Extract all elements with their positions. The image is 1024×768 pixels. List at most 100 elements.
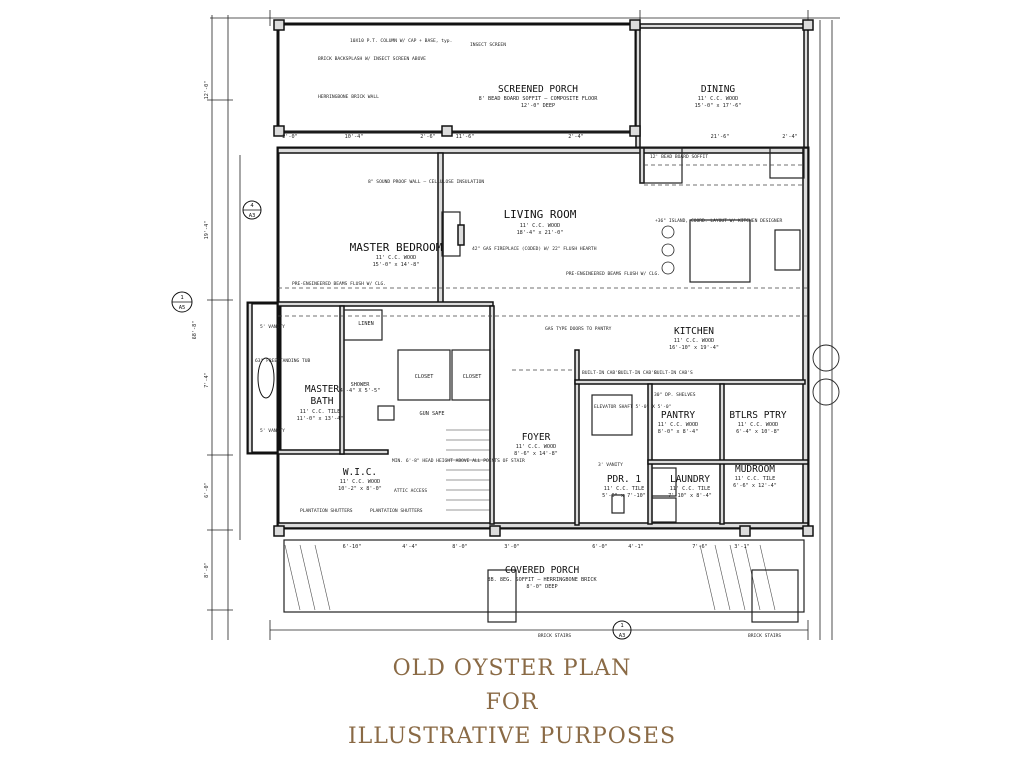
room-kitchen: KITCHEN 11' C.C. WOOD 16'-10" x 19'-4" <box>669 326 719 351</box>
svg-text:BATH: BATH <box>311 396 334 407</box>
stair-headroom-note: MIN. 6'-8" HEAD HEIGHT ABOVE ALL POINTS … <box>392 458 525 464</box>
dimension-lines <box>207 10 840 640</box>
svg-text:2'-4": 2'-4" <box>568 134 584 140</box>
brick-backsplash-note: BRICK BACKSPLASH W/ INSECT SCREEN ABOVE <box>318 56 426 62</box>
room-living-room: LIVING ROOM 11' C.C. WOOD 18'-4" x 21'-0… <box>504 208 577 236</box>
svg-text:11' C.C. WOOD: 11' C.C. WOOD <box>738 422 779 428</box>
svg-text:8'-0": 8'-0" <box>204 562 210 578</box>
plantation-shutters-2: PLANTATION SHUTTERS <box>370 508 423 514</box>
svg-text:MASTER: MASTER <box>305 384 340 395</box>
brick-stairs-1: BRICK STAIRS <box>538 633 571 639</box>
svg-text:12'-0": 12'-0" <box>204 81 210 100</box>
floor-plan: 4 A3 1 A5 1 A3 SCREENED PORCH 8' BEAD BO… <box>171 10 840 640</box>
svg-text:7'-4": 7'-4" <box>204 372 210 388</box>
svg-text:15'-0" x 17'-6": 15'-0" x 17'-6" <box>695 103 742 109</box>
annotation-notes: 12' BEAD BOARD SOFFIT 10X10 P.T. COLUMN … <box>255 38 782 639</box>
svg-text:68'-8": 68'-8" <box>192 321 198 340</box>
svg-text:7'-6": 7'-6" <box>692 544 708 550</box>
svg-text:A3: A3 <box>619 633 626 639</box>
svg-text:8B. 8EG. SOFFIT — HERRINGBONE: 8B. 8EG. SOFFIT — HERRINGBONE BRICK <box>487 577 597 583</box>
svg-text:2'-6": 2'-6" <box>420 134 436 140</box>
svg-text:12'-0" DEEP: 12'-0" DEEP <box>521 103 555 109</box>
svg-text:4: 4 <box>250 203 254 209</box>
closet-2-label: CLOSET <box>463 374 482 380</box>
svg-text:8'-0" x 8'-4": 8'-0" x 8'-4" <box>658 429 699 435</box>
svg-text:6'-10": 6'-10" <box>343 544 362 550</box>
svg-text:PDR. 1: PDR. 1 <box>607 474 642 485</box>
svg-text:MUDROOM: MUDROOM <box>735 464 775 475</box>
svg-text:3'-0": 3'-0" <box>504 544 520 550</box>
svg-text:LIVING ROOM: LIVING ROOM <box>504 208 577 221</box>
svg-text:6'-0": 6'-0" <box>592 544 608 550</box>
section-marker-4: 4 A3 <box>242 200 262 220</box>
svg-text:11'-6": 11'-6" <box>456 134 475 140</box>
caption-line-2: FOR <box>485 690 539 715</box>
svg-text:A3: A3 <box>249 213 256 219</box>
room-dining: DINING 11' C.C. WOOD 15'-0" x 17'-6" <box>695 84 742 109</box>
vanity-1-note: 5' VANITY <box>260 324 285 330</box>
svg-text:FOYER: FOYER <box>522 432 551 443</box>
fixtures <box>257 211 840 623</box>
insect-screen-note: INSECT SCREEN <box>470 42 506 48</box>
svg-text:PANTRY: PANTRY <box>661 410 696 421</box>
room-mudroom: MUDROOM 11' C.C. TILE 6'-6" x 12'-4" <box>733 464 777 489</box>
room-covered-porch: COVERED PORCH 8B. 8EG. SOFFIT — HERRINGB… <box>487 565 597 590</box>
svg-text:2'-0": 2'-0" <box>282 134 298 140</box>
svg-text:10'-2" x 8'-0": 10'-2" x 8'-0" <box>338 486 382 492</box>
herringbone-wall-note: HERRINGBONE BRICK WALL <box>318 94 379 100</box>
room-pdr: PDR. 1 11' C.C. TILE 5'-0" x 7'-10" <box>602 474 646 499</box>
freestanding-tub-note: 63" FREESTANDING TUB <box>255 358 311 364</box>
svg-text:4'-4": 4'-4" <box>402 544 418 550</box>
svg-text:BTLRS PTRY: BTLRS PTRY <box>729 410 786 421</box>
svg-text:1: 1 <box>620 623 623 629</box>
section-marker-bottom: 1 A3 <box>612 620 632 640</box>
porch-column-note: 10X10 P.T. COLUMN W/ CAP + BASE, typ. <box>350 38 452 44</box>
vanity-2-note: 5' VANITY <box>260 428 285 434</box>
svg-text:8'-6" x 14'-8": 8'-6" x 14'-8" <box>514 451 558 457</box>
svg-text:8'-0" DEEP: 8'-0" DEEP <box>526 584 557 590</box>
svg-text:7'-10" x 8'-4": 7'-10" x 8'-4" <box>668 493 712 499</box>
room-master-bath: MASTER BATH 11' C.C. TILE 11'-0" x 13'-4… <box>297 384 344 422</box>
svg-text:MASTER BEDROOM: MASTER BEDROOM <box>350 241 443 254</box>
section-marker-1: 1 A5 <box>171 291 193 313</box>
svg-text:LAUNDRY: LAUNDRY <box>670 474 710 485</box>
svg-text:19'-4": 19'-4" <box>204 221 210 240</box>
dimension-text: 2'-0" 10'-4" 2'-6" 11'-6" 2'-4" 21'-6" 2… <box>192 81 798 578</box>
svg-text:11' C.C. TILE: 11' C.C. TILE <box>735 476 776 482</box>
svg-text:5'-0" x 7'-10": 5'-0" x 7'-10" <box>602 493 646 499</box>
svg-text:11' C.C. WOOD: 11' C.C. WOOD <box>674 338 715 344</box>
room-laundry: LAUNDRY 11' C.C. TILE 7'-10" x 8'-4" <box>668 474 712 499</box>
svg-text:11' C.C. WOOD: 11' C.C. WOOD <box>376 255 417 261</box>
plantation-shutters-1: PLANTATION SHUTTERS <box>300 508 353 514</box>
vanity-3-note: 3' VANITY <box>598 462 623 468</box>
svg-text:15'-0" x 14'-8": 15'-0" x 14'-8" <box>373 262 420 268</box>
beam-lines <box>278 164 808 371</box>
sound-wall-note: 8" SOUND PROOF WALL — CELLULOSE INSULATI… <box>368 179 484 185</box>
linen-label: LINEN <box>358 321 374 327</box>
svg-text:4'-1": 4'-1" <box>628 544 644 550</box>
room-pantry: PANTRY 11' C.C. WOOD 8'-0" x 8'-4" <box>658 410 699 435</box>
svg-text:1: 1 <box>180 295 183 301</box>
room-foyer: FOYER 11' C.C. WOOD 8'-6" x 14'-8" <box>514 432 558 457</box>
svg-text:11' C.C. TILE: 11' C.C. TILE <box>604 486 645 492</box>
shower-size-label: 4'-4" X 5'-5" <box>340 388 381 394</box>
svg-text:3'-1": 3'-1" <box>734 544 750 550</box>
glass-doors-note: GAS TYPE DOORS TO PANTRY <box>545 326 612 332</box>
room-screened-porch: SCREENED PORCH 8' BEAD BOARD SOFFIT — CO… <box>479 84 599 109</box>
svg-text:11'-0" x 13'-4": 11'-0" x 13'-4" <box>297 416 344 422</box>
brick-stairs-2: BRICK STAIRS <box>748 633 781 639</box>
svg-text:8'-0": 8'-0" <box>452 544 468 550</box>
beams-living-note: PRE-ENGINEERED BEAMS FLUSH W/ CLG. <box>566 271 660 277</box>
gun-safe-label: GUN SAFE <box>420 411 445 417</box>
svg-text:COVERED PORCH: COVERED PORCH <box>505 565 580 576</box>
svg-text:11' C.C. WOOD: 11' C.C. WOOD <box>520 223 561 229</box>
shelves-note: 30" DP. SHELVES <box>654 392 696 398</box>
svg-text:6'-0": 6'-0" <box>204 482 210 498</box>
svg-text:11' C.C. WOOD: 11' C.C. WOOD <box>658 422 699 428</box>
room-wic: W.I.C. 11' C.C. WOOD 10'-2" x 8'-0" <box>338 467 382 492</box>
svg-text:KITCHEN: KITCHEN <box>674 326 714 337</box>
island-note: +36" ISLAND, COORD. LAYOUT W/ KITCHEN DE… <box>655 218 782 224</box>
svg-text:10'-4": 10'-4" <box>345 134 364 140</box>
svg-text:18'-4" x 21'-0": 18'-4" x 21'-0" <box>517 230 564 236</box>
built-in-1: BUILT-IN CAB'S <box>582 370 621 376</box>
